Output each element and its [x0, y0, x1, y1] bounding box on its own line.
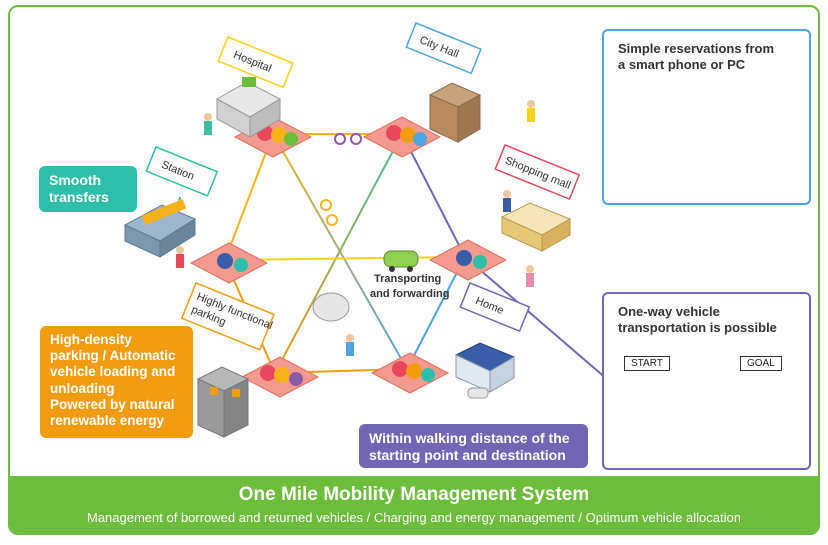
city-hall-building-icon — [428, 82, 482, 143]
diagram-frame: Hospital City Hall Station Shopping mall… — [8, 5, 820, 535]
parking-pads — [189, 116, 508, 398]
pad-parking — [240, 356, 320, 398]
density-line: unloading — [50, 380, 115, 396]
oneway-title-line: transportation is possible — [618, 320, 777, 336]
density-line: vehicle loading and — [50, 364, 176, 380]
pad-mall — [428, 239, 508, 281]
person-icon — [204, 113, 212, 135]
density-line: High-density — [50, 332, 132, 347]
density-line: Powered by natural — [50, 396, 175, 412]
mall-building-icon — [500, 202, 572, 252]
walking-line: starting point and destination — [369, 446, 566, 463]
reservation-panel-title: Simple reservations from a smart phone o… — [618, 41, 803, 74]
system-subtitle: Management of borrowed and returned vehi… — [87, 510, 741, 525]
center-label-1: Transporting — [374, 273, 441, 285]
hospital-building-icon — [215, 77, 282, 138]
parking-tower-icon — [196, 366, 250, 438]
bicycle-icon — [334, 133, 362, 145]
location-labels: Hospital City Hall Station Shopping mall… — [145, 22, 581, 351]
person-icon — [527, 100, 535, 122]
vehicles — [312, 133, 489, 399]
footer-banner: One Mile Mobility Management System Mana… — [10, 476, 818, 533]
person-icon — [526, 265, 534, 287]
callout-high-density: High-density parking / Automatic vehicle… — [40, 326, 193, 438]
callout-smooth-text: Smooth transfers — [49, 172, 109, 205]
callout-smooth-transfers: Smooth transfers — [39, 166, 137, 212]
ev-car-icon — [383, 250, 419, 272]
buildings — [123, 77, 572, 438]
person-icon — [176, 246, 184, 268]
callout-walking-distance: Within walking distance of the starting … — [359, 424, 588, 468]
reservation-panel: Simple reservations from a smart phone o… — [602, 29, 811, 205]
people — [176, 100, 535, 356]
ev-car-icon — [312, 292, 350, 322]
oneway-panel: One-way vehicle transportation is possib… — [602, 292, 811, 470]
start-tag: START — [624, 356, 670, 371]
oneway-title-line: One-way vehicle — [618, 304, 720, 319]
density-line: parking / Automatic — [50, 348, 176, 364]
pad-city-hall — [362, 116, 442, 158]
reservation-title-line: a smart phone or PC — [618, 57, 746, 73]
person-icon — [346, 334, 354, 356]
pad-home — [370, 352, 450, 394]
system-title: One Mile Mobility Management System — [238, 484, 590, 505]
ev-car-icon — [467, 387, 489, 399]
center-label-2: and forwarding — [370, 288, 449, 300]
oneway-panel-title: One-way vehicle transportation is possib… — [618, 304, 803, 337]
home-building-icon — [454, 342, 516, 393]
station-building-icon — [123, 199, 197, 258]
reservation-title-line: Simple reservations from — [618, 41, 775, 56]
bicycle-icon — [320, 199, 338, 226]
person-icon — [503, 190, 511, 212]
density-line: renewable energy — [50, 412, 165, 428]
walking-line: Within walking distance of the — [369, 430, 570, 446]
goal-tag: GOAL — [740, 356, 782, 371]
pad-station — [189, 242, 269, 284]
